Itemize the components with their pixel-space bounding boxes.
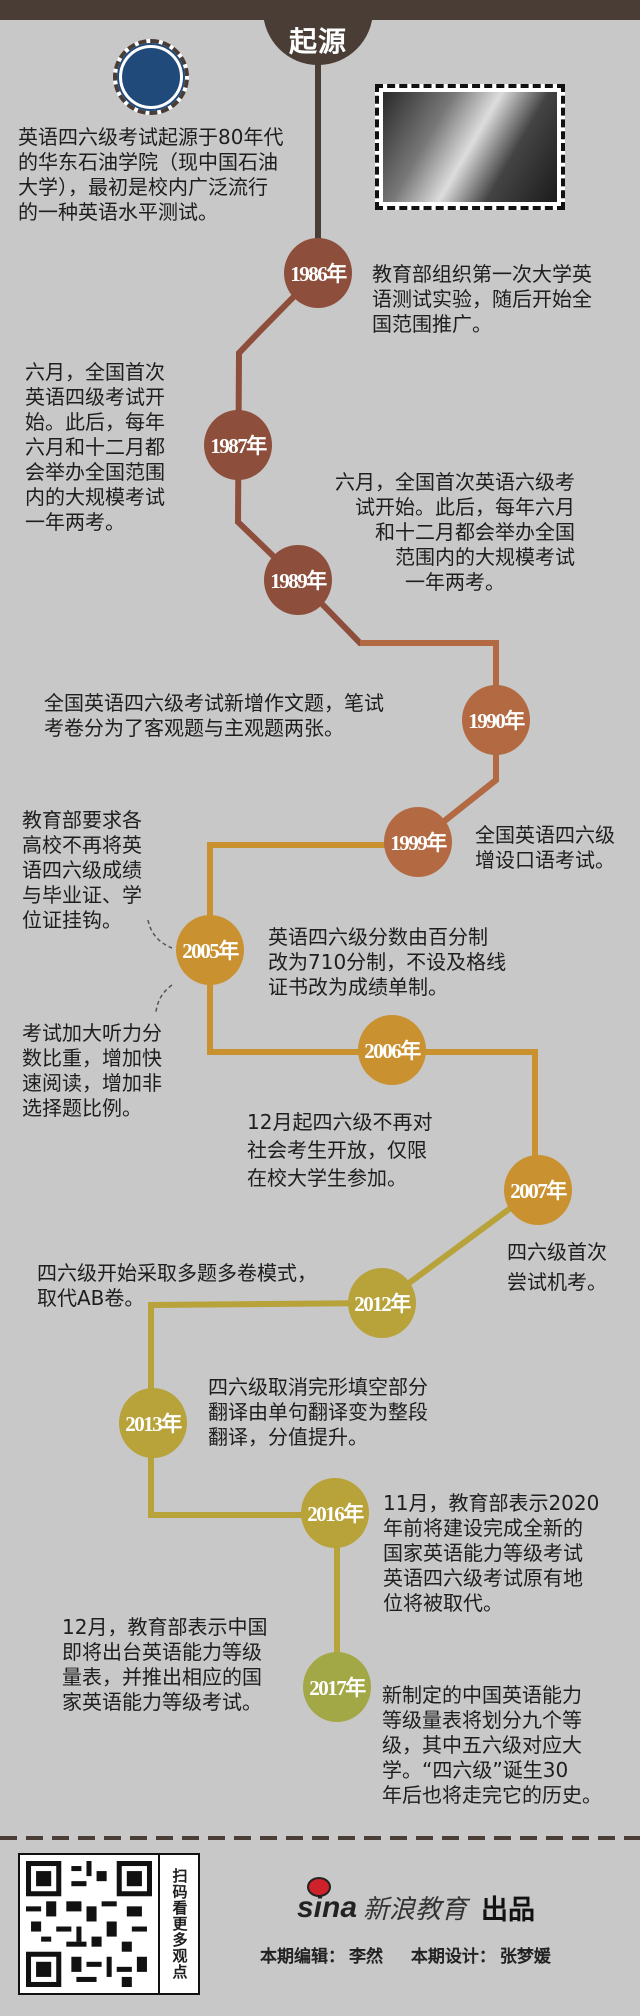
timeline-segment-2005-2007 [207, 842, 538, 1190]
university-logo-icon [113, 39, 189, 115]
year-node-2005: 2005年 [176, 915, 244, 985]
year-node-2006: 2006年 [358, 1015, 426, 1085]
sina-education-brand: sina 新浪教育 出品 [297, 1876, 536, 1927]
year-node-1989: 1989年 [264, 545, 332, 615]
designer-label: 本期设计： [410, 1947, 496, 1967]
qr-code-icon [26, 1855, 160, 1993]
year-node-2007: 2007年 [504, 1155, 572, 1225]
qr-caption: 扫码看更多观点 [170, 1868, 187, 1980]
event-text-1990: 全国英语四六级考试新增作文题，笔试考卷分为了客观题与主观题两张。 [44, 691, 384, 740]
dashed-connector [147, 919, 173, 949]
event-text-2007: 四六级首次尝试机考。 [507, 1240, 607, 1294]
event-text-1986: 教育部组织第一次大学英语测试实验，随后开始全国范围推广。 [372, 262, 592, 336]
event-note-2005-listening: 考试加大听力分数比重，增加快速阅读，增加非选择题比例。 [22, 1021, 162, 1120]
year-node-1986: 1986年 [284, 238, 352, 308]
section-title: 起源 [288, 27, 347, 58]
editor-label: 本期编辑： [260, 1947, 345, 1967]
event-text-2005: 英语四六级分数由百分制改为710分制，不设及格线证书改为成绩单制。 [268, 925, 507, 999]
year-node-2013: 2013年 [119, 1388, 187, 1458]
credits: 本期编辑：李然 本期设计：张梦媛 [260, 1942, 555, 1967]
event-text-1987: 六月，全国首次英语四级考试开始。此后，每年六月和十二月都会举办全国范围内的大规模… [25, 360, 165, 534]
brand-name: 新浪教育 [363, 1895, 468, 1925]
designer-name: 张梦媛 [499, 1947, 551, 1967]
event-note-2017-december: 12月，教育部表示中国即将出台英语能力等级量表，并推出相应的国家英语能力等级考试… [62, 1615, 268, 1714]
intro-text: 英语四六级考试起源于80年代的华东石油学院（现中国石油大学），最初是校内广泛流行… [18, 125, 284, 224]
event-text-1989: 六月，全国首次英语六级考试开始。此后，每年六月和十二月都会举办全国范围内的大规模… [335, 470, 575, 594]
event-text-2017: 新制定的中国英语能力等级量表将划分九个等级，其中五六级对应大学。“四六级”诞生3… [382, 1683, 602, 1807]
year-node-1990: 1990年 [462, 685, 530, 755]
students-photo [375, 84, 565, 210]
brand-suffix: 出品 [481, 1895, 536, 1926]
event-text-2012: 四六级开始采取多题多卷模式，取代AB卷。 [37, 1261, 317, 1310]
year-node-2012: 2012年 [348, 1268, 416, 1338]
year-node-1999: 1999年 [384, 807, 452, 877]
year-node-2017: 2017年 [303, 1652, 371, 1722]
event-text-1999: 全国英语四六级增设口语考试。 [475, 823, 615, 872]
dashed-connector [155, 984, 173, 1013]
year-node-2016: 2016年 [301, 1478, 369, 1548]
event-text-2013: 四六级取消完形填空部分翻译由单句翻译变为整段翻译，分值提升。 [208, 1375, 428, 1449]
qr-code-panel[interactable]: 扫码看更多观点 [18, 1853, 200, 1995]
year-node-1987: 1987年 [204, 410, 272, 480]
event-text-2006: 12月起四六级不再对社会考生开放，仅限在校大学生参加。 [247, 1110, 433, 1190]
editor-name: 李然 [349, 1947, 383, 1967]
footer-divider [0, 1836, 640, 1840]
sina-logo-icon: sina [297, 1876, 357, 1925]
event-note-2005-graduation: 教育部要求各高校不再将英语四六级成绩与毕业证、学位证挂钩。 [22, 808, 142, 932]
